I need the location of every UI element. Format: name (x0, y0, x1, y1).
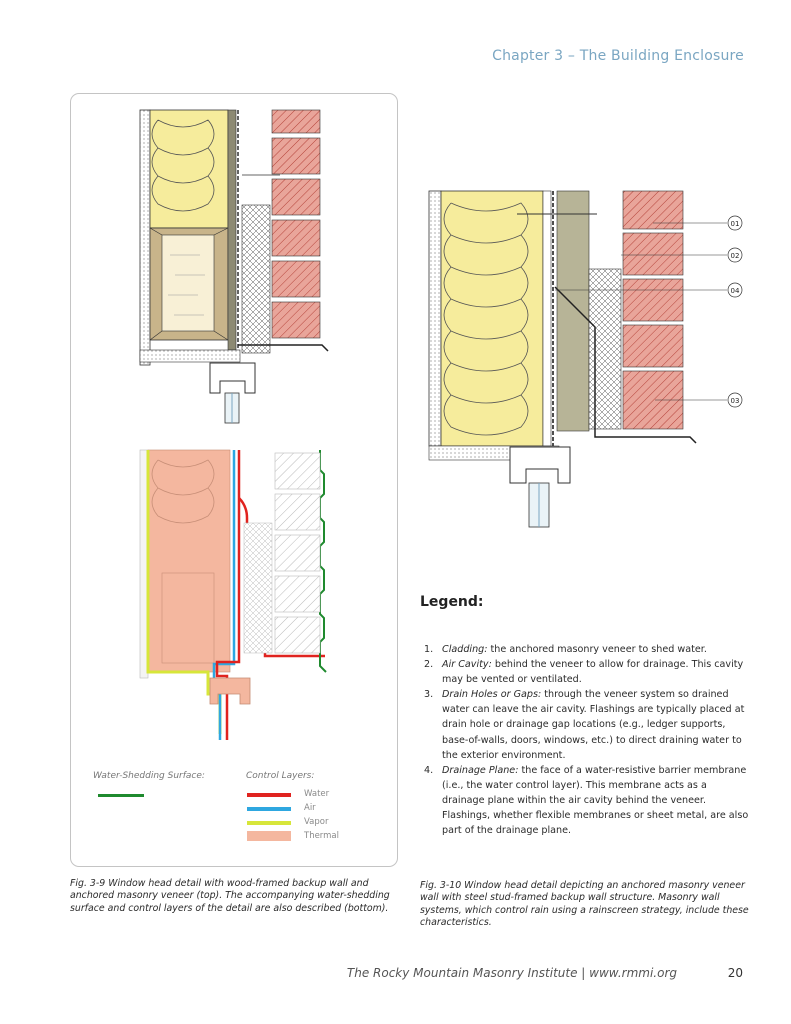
water-shedding-label: Water-Shedding Surface: (93, 771, 205, 781)
air-swatch (247, 807, 291, 811)
caption-fig-3-10: Fig. 3-10 Window head detail depicting a… (420, 880, 749, 929)
fig-3-9-top-drawing (139, 109, 329, 424)
footer-publisher: The Rocky Mountain Masonry Institute | w… (346, 966, 677, 980)
chapter-header: Chapter 3 – The Building Enclosure (492, 48, 744, 64)
callout-02: 02 (731, 252, 740, 260)
vapor-swatch (247, 821, 291, 825)
legend-title: Legend: (420, 594, 484, 610)
air-label: Air (304, 803, 316, 813)
water-shedding-swatch (98, 794, 144, 797)
callout-04: 04 (731, 287, 740, 295)
legend-item: 2.Air Cavity: behind the veneer to allow… (424, 659, 744, 686)
page-number: 20 (727, 966, 743, 980)
legend-item: 3.Drain Holes or Gaps: through the venee… (424, 689, 745, 761)
control-layers-label: Control Layers: (246, 771, 315, 781)
legend-item: 1.Cladding: the anchored masonry veneer … (424, 644, 707, 655)
caption-fig-3-9: Fig. 3-9 Window head detail with wood-fr… (70, 878, 390, 914)
thermal-label: Thermal (304, 831, 340, 841)
fig-3-9-control-layers-drawing (139, 449, 327, 740)
figure-3-9-panel (70, 93, 398, 867)
legend-item: 4.Drainage Plane: the face of a water-re… (424, 764, 749, 837)
legend-list: 1.Cladding: the anchored masonry veneer … (420, 642, 750, 838)
thermal-swatch (247, 831, 291, 841)
vapor-label: Vapor (304, 817, 329, 827)
callout-01: 01 (731, 220, 740, 228)
water-swatch (247, 793, 291, 797)
fig-3-10-drawing: 01 02 04 03 (428, 190, 743, 528)
water-label: Water (304, 789, 330, 799)
callout-03: 03 (731, 397, 740, 405)
